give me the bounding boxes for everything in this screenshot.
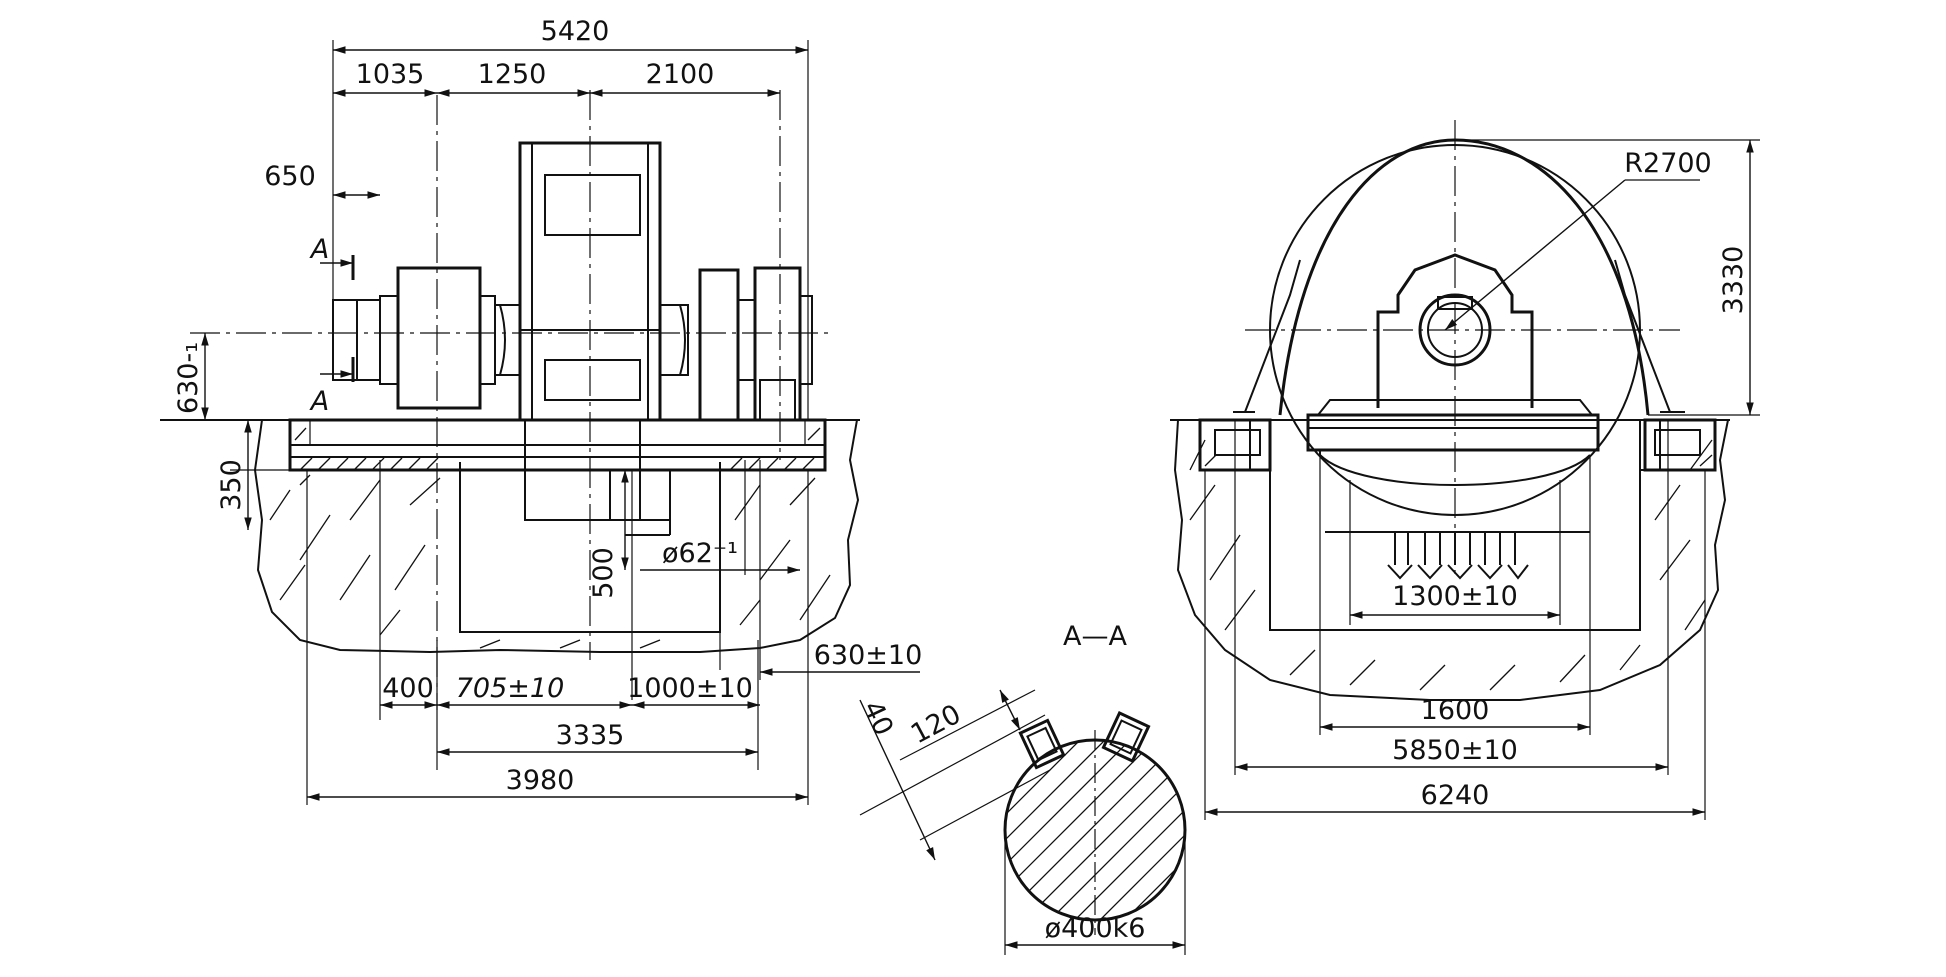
left-soil-boundary	[253, 419, 860, 654]
dim-1000: 1000±10	[627, 673, 753, 704]
dim-1250: 1250	[478, 59, 547, 90]
lower-window	[544, 359, 641, 401]
section-a-a: A—A 40 120 ø400k6	[856, 621, 1187, 955]
dim-r2700: R2700	[1624, 148, 1711, 179]
right-side-block	[1643, 418, 1717, 472]
dim-705: 705±10	[456, 673, 565, 704]
grout-hatch	[294, 427, 821, 471]
right-soil-boundary	[1173, 419, 1729, 701]
left-elevation-view: 5420 1035 1250 2100 650 A A 630-₁ 350 50…	[160, 16, 922, 805]
dim-630: 630±10	[814, 640, 923, 671]
left-soil-hatch	[269, 474, 831, 649]
dim-3335: 3335	[556, 720, 625, 751]
key-left	[1018, 718, 1066, 770]
dim-1600: 1600	[1421, 695, 1490, 726]
dim-350: 350	[216, 459, 247, 511]
dim-1300: 1300±10	[1392, 581, 1518, 612]
dim-5850: 5850±10	[1392, 735, 1518, 766]
drum-base	[1306, 413, 1600, 452]
upper-window	[544, 174, 641, 236]
dim-40: 40	[856, 696, 899, 740]
section-mark-upper: A	[309, 234, 329, 265]
dim-2100: 2100	[646, 59, 715, 90]
right-end-view: R2700 3330 1300±10 1600 5850±10 6240	[1170, 120, 1760, 820]
right-coupling-1	[698, 268, 740, 422]
dim-1035: 1035	[356, 59, 425, 90]
dim-650: 650	[264, 161, 316, 192]
right-soil-hatch	[1189, 439, 1713, 691]
drum-outline	[1278, 138, 1650, 416]
dim-5420: 5420	[541, 16, 610, 47]
dim-630-shaft-height: 630-₁	[173, 342, 204, 414]
left-coupling	[396, 266, 482, 410]
bearing-pedestal	[1376, 253, 1534, 408]
section-mark-lower: A	[309, 386, 329, 417]
section-title: A—A	[1063, 621, 1127, 652]
key-right	[1101, 711, 1151, 763]
dim-6240: 6240	[1421, 780, 1490, 811]
hole-dim: ø62⁺¹	[662, 538, 738, 569]
dim-3330: 3330	[1718, 246, 1749, 315]
dim-500: 500	[588, 547, 619, 599]
dim-400: 400	[382, 673, 434, 704]
right-coupling-2	[753, 266, 802, 422]
anchor-bolts	[1387, 532, 1529, 580]
dim-3980: 3980	[506, 765, 575, 796]
right-pit	[1269, 420, 1641, 631]
dim-diameter-400: ø400k6	[1045, 913, 1146, 944]
dim-120: 120	[906, 699, 966, 751]
